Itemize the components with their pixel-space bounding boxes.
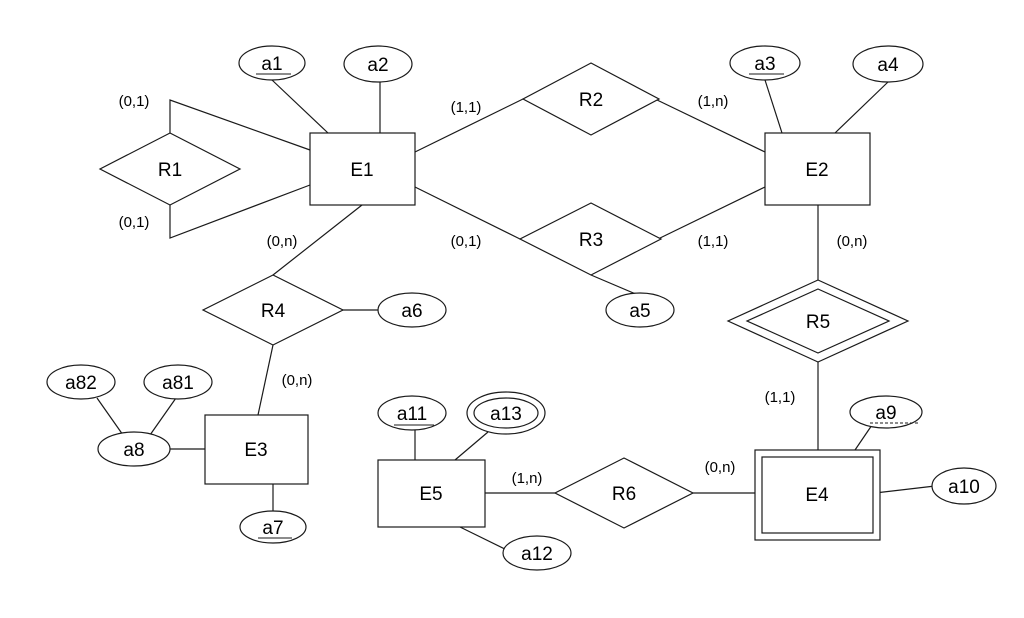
attribute-a3-label: a3 [754,54,775,75]
entity-e1[interactable]: E1 [309,132,416,206]
r3-a5-line [590,274,639,296]
r1-loop-bottom [169,184,311,239]
attribute-a13-multivalued[interactable]: a13 [466,391,546,435]
attribute-a11[interactable]: a11 [377,395,447,431]
cardinality-e5-r6: (1,n) [512,470,543,487]
relationship-r5-identifying[interactable]: R5 [726,279,910,363]
relationship-r1-label: R1 [158,160,182,181]
attribute-a13-label: a13 [490,404,522,425]
attribute-a1-label: a1 [261,54,282,75]
entity-e2-label: E2 [805,160,828,181]
cardinality-r2-e2: (1,n) [698,93,729,110]
attribute-a12-label: a12 [521,544,553,565]
attribute-a81-label: a81 [162,373,194,394]
attribute-a6[interactable]: a6 [377,292,447,328]
attribute-a2-label: a2 [367,55,388,76]
cardinality-r1-bottom: (0,1) [119,214,150,231]
entity-e5-label: E5 [419,484,442,505]
r1-loop-top [169,99,311,151]
cardinality-r4-e3: (0,n) [282,372,313,389]
e1-a1-line [271,79,329,134]
a8-a81-line [149,397,177,436]
attribute-a82-label: a82 [65,373,97,394]
attribute-a10[interactable]: a10 [931,467,997,505]
attribute-a9-label: a9 [875,403,896,424]
attribute-a4-label: a4 [877,55,899,76]
relationship-r5-label: R5 [806,312,830,333]
attribute-a2[interactable]: a2 [343,45,413,83]
attribute-a10-label: a10 [948,477,980,498]
connectors [96,79,936,554]
cardinalities: (0,1) (0,1) (1,1) (1,n) (0,1) (1,1) (0,n… [119,93,868,487]
e1-r3-line [414,186,521,240]
e1-r4-line [272,204,363,276]
attribute-a5-label: a5 [629,301,650,322]
cardinality-e1-r2: (1,1) [451,99,482,116]
attribute-a7[interactable]: a7 [239,510,307,544]
cardinality-e1-r3: (0,1) [451,233,482,250]
attribute-a8-composite[interactable]: a8 [97,431,171,467]
entity-e3[interactable]: E3 [204,414,309,485]
relationship-r1[interactable]: R1 [98,132,242,206]
attribute-a1[interactable]: a1 [238,45,306,81]
attribute-a4[interactable]: a4 [852,45,924,83]
e2-a4-line [834,81,889,134]
relationship-r4-label: R4 [261,301,286,322]
relationship-r6-label: R6 [612,484,636,505]
e1-r2-line [414,98,524,153]
r4-e3-line [257,344,274,416]
attribute-a11-label: a11 [397,404,427,425]
attribute-a7-label: a7 [262,518,283,539]
e4-a10-line [874,485,936,494]
attribute-a82[interactable]: a82 [46,364,116,400]
cardinality-r5-e4: (1,1) [765,389,796,406]
attribute-a12[interactable]: a12 [502,535,572,571]
entity-e3-label: E3 [244,440,267,461]
cardinality-e2-r5: (0,n) [837,233,868,250]
entity-e4-weak[interactable]: E4 [754,449,881,541]
cardinality-r3-e2: (1,1) [698,233,729,250]
relationship-r3[interactable]: R3 [518,202,663,276]
a8-a82-line [96,397,124,436]
entity-e5[interactable]: E5 [377,459,486,528]
entity-e1-label: E1 [350,160,373,181]
relationship-r3-label: R3 [579,230,603,251]
r2-e2-line [654,98,766,153]
e2-a3-line [764,79,783,134]
cardinality-r6-e4: (0,n) [705,459,736,476]
r3-e2-line [657,186,766,240]
attribute-a6-label: a6 [401,301,422,322]
attribute-a81[interactable]: a81 [143,364,213,400]
entity-e4-label: E4 [805,485,829,506]
attribute-a5[interactable]: a5 [605,292,675,328]
relationship-r6[interactable]: R6 [553,457,695,529]
relationship-r2-label: R2 [579,90,603,111]
relationship-r4[interactable]: R4 [201,274,345,346]
relationship-r2[interactable]: R2 [521,62,661,136]
attribute-a3[interactable]: a3 [729,45,801,81]
cardinality-r1-top: (0,1) [119,93,150,110]
e4-a9-line [854,424,873,451]
attribute-a8-label: a8 [123,440,144,461]
entity-e2[interactable]: E2 [764,132,871,206]
e5-a13-line [454,431,489,461]
attribute-a9[interactable]: a9 [849,395,923,429]
cardinality-e1-r4: (0,n) [267,233,298,250]
